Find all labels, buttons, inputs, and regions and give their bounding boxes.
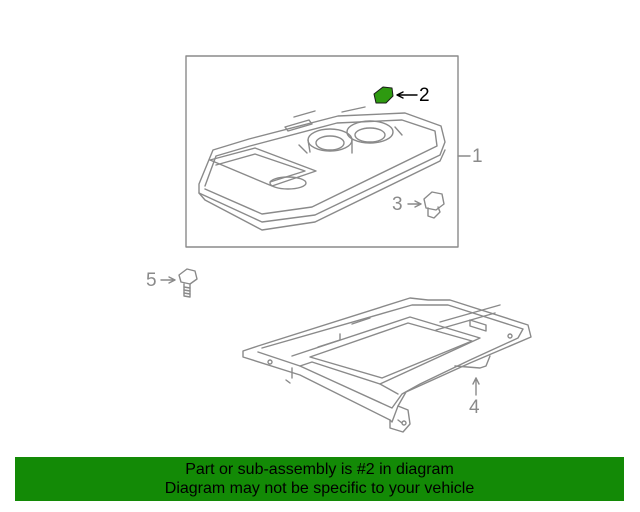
part-4-bracket [242,297,532,433]
part-2-clip [373,86,394,104]
callout-part-2: 2 [419,85,430,106]
callout-part-5: 5 [146,270,157,291]
leader-part-5 [160,276,176,284]
banner-line-2: Diagram may not be specific to your vehi… [164,480,475,497]
callout-part-3: 3 [392,194,403,215]
console-body [198,106,446,231]
inset-frame [185,55,459,248]
leader-part-2 [396,91,418,99]
leader-part-4 [472,377,480,396]
part-5-bolt [178,268,198,298]
leader-part-3 [407,200,422,208]
banner-line-1: Part or sub-assembly is #2 in diagram [185,461,454,478]
callout-part-4: 4 [469,397,480,418]
callout-part-1: 1 [472,146,483,167]
info-banner: Part or sub-assembly is #2 in diagram Di… [15,457,624,501]
part-3-clip [423,191,445,219]
